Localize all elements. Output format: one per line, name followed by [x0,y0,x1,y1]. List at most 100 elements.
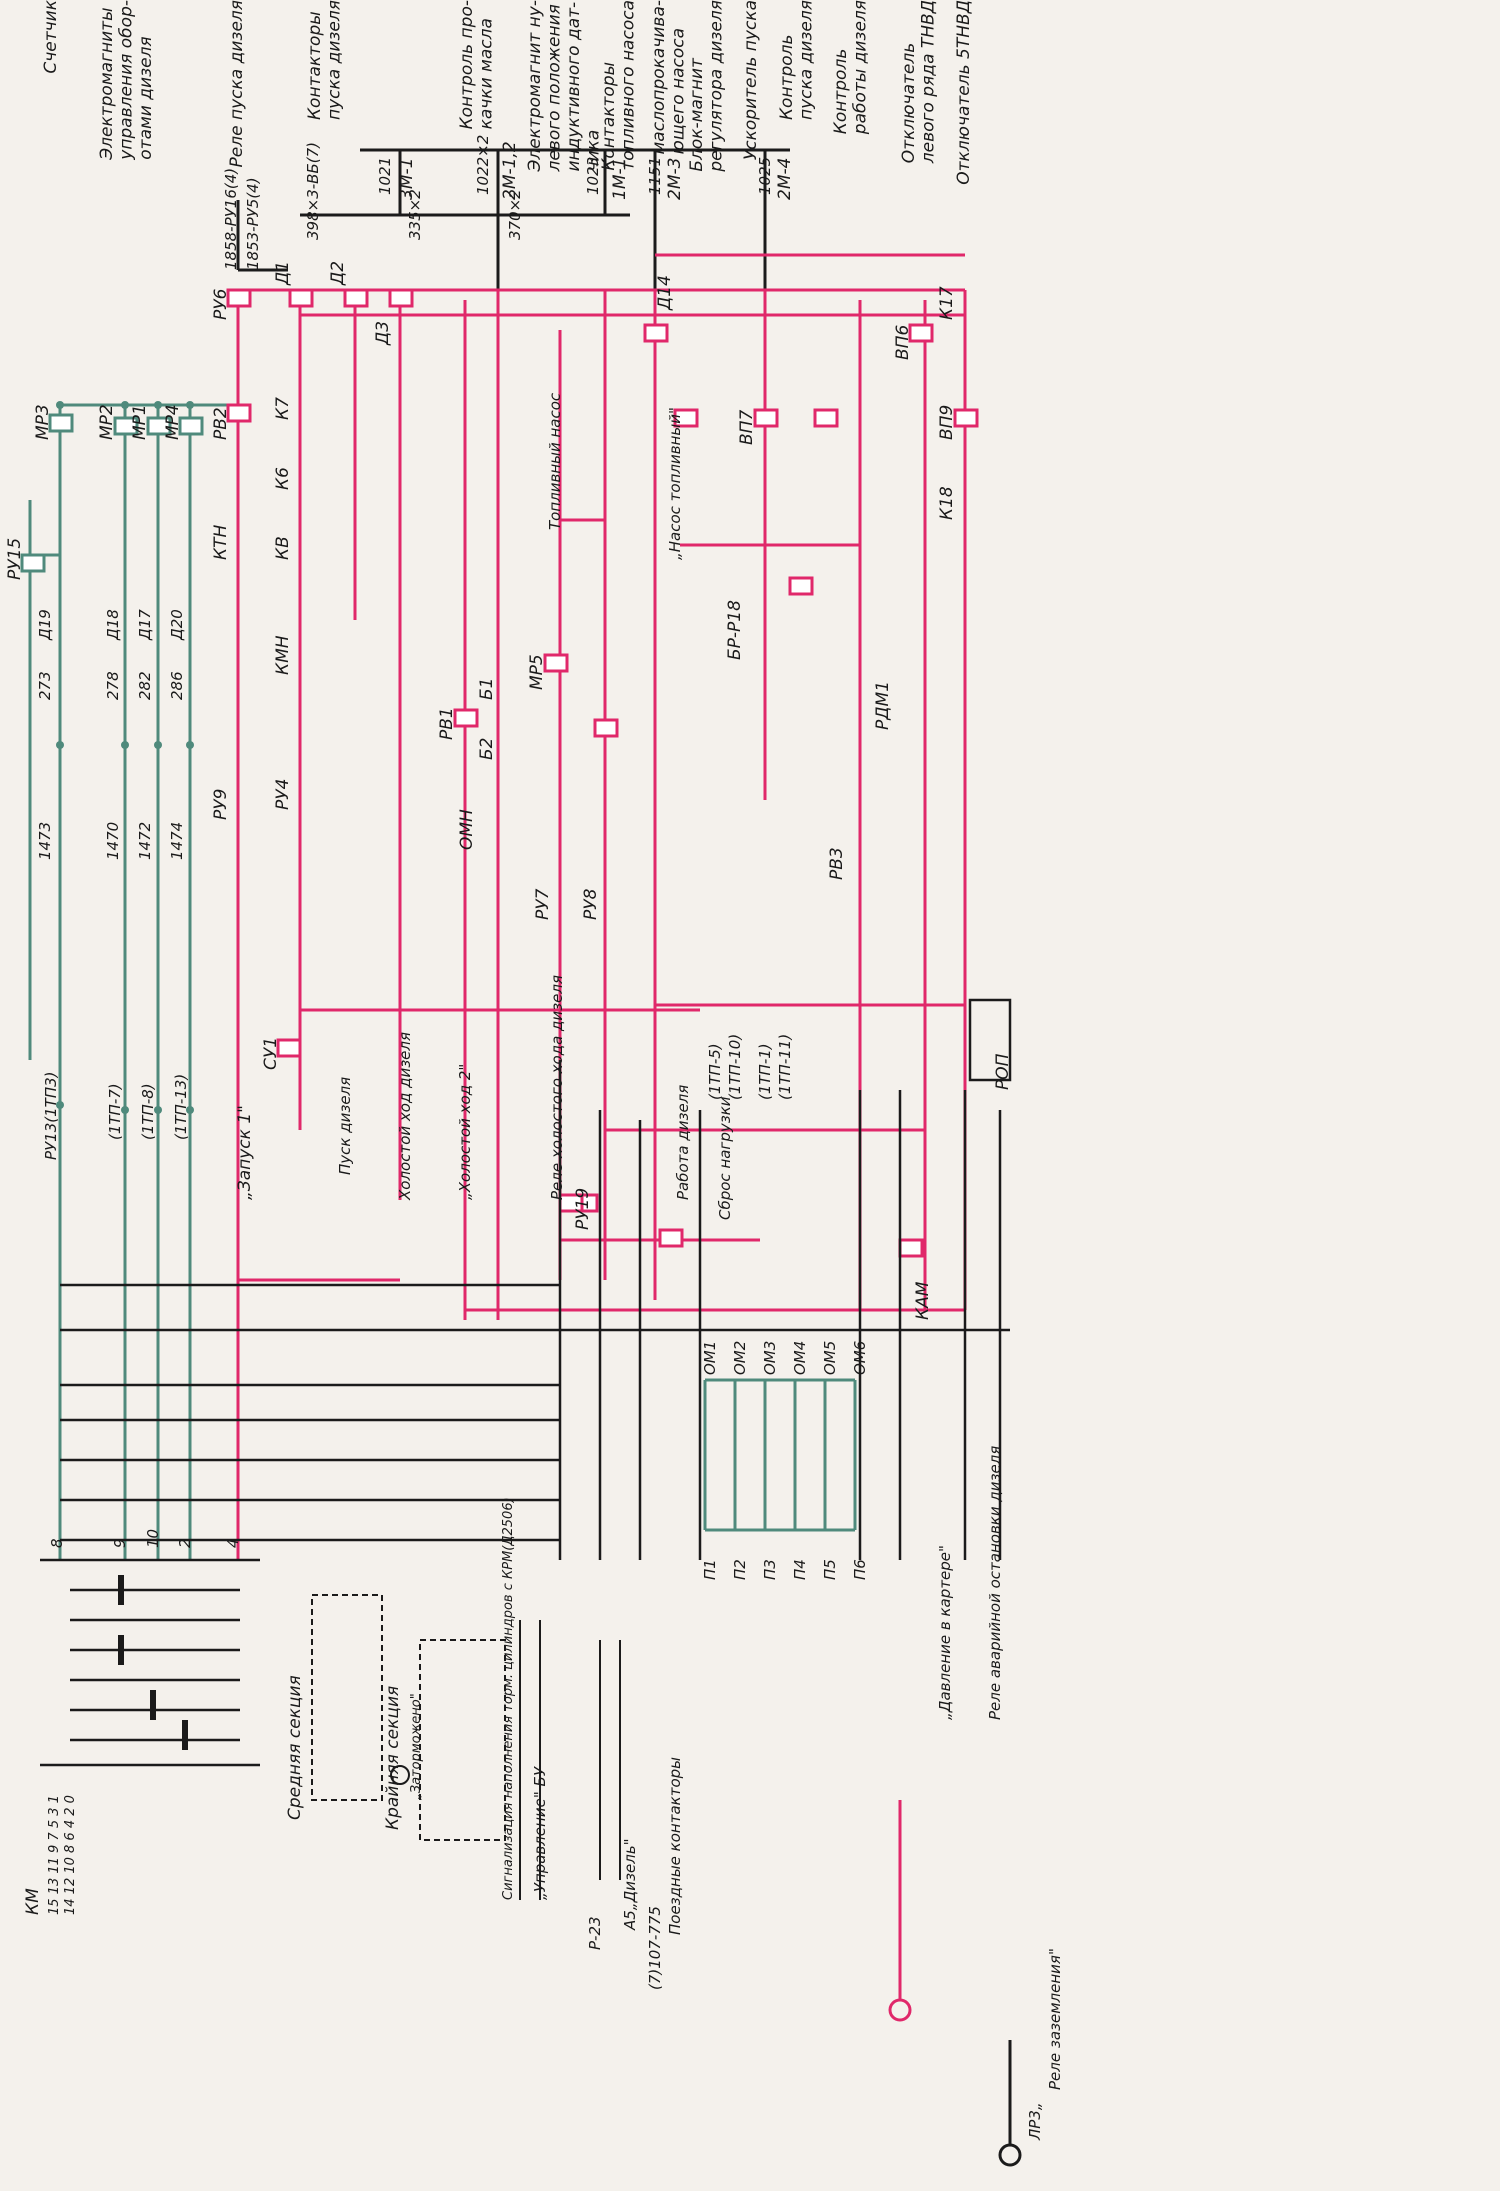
relay-vp7 [753,408,779,428]
label-d19: Д19 [36,609,54,641]
svg-text:КМН: КМН [273,635,293,675]
svg-text:ВП6: ВП6 [893,325,913,360]
wire-1858: 1858-РУ16(4) [222,168,240,270]
svg-text:(1ТП-8): (1ТП-8) [139,1083,157,1140]
svg-text:РУ13(1ТП3): РУ13(1ТП3) [42,1071,60,1160]
label-d20: Д20 [168,609,186,641]
relay-vp9 [953,408,979,428]
relay-b1 [593,718,619,738]
relay-rv2b [788,576,814,596]
svg-text:СУ1: СУ1 [261,1037,281,1070]
label-fuel-pump-quote: „Насос топливный" [666,407,684,560]
relay-mr4 [178,416,204,436]
contactor-2m12: 2М-1,2 [500,141,520,200]
label-r23: Р-23 [586,1916,604,1950]
svg-text:ОМ5: ОМ5 [821,1341,839,1375]
relay-d1 [288,288,314,308]
relay-ru15 [20,553,46,573]
wire-1151: 1151 [646,157,664,195]
green-section [28,403,230,1560]
relay-d2 [343,288,369,308]
label-mr2: МР2 [97,404,117,440]
svg-text:ВП9: ВП9 [937,405,957,440]
svg-text:П5: П5 [821,1559,839,1580]
km-cam [182,1720,188,1750]
svg-text:РОП: РОП [993,1053,1013,1090]
label-rabota: Работа дизеля [674,1085,692,1200]
label-a5: А5„Дизель" [621,1838,639,1931]
om-labels: ОМ1 ОМ2 ОМ3 ОМ4 ОМ5 ОМ6 П1 П2 П3 П4 П5 П… [701,1341,869,1580]
km-row-10: 10 [144,1529,162,1548]
green-relays [20,413,204,573]
label-mr3: МР3 [33,404,53,440]
green-nodes [56,401,194,1114]
svg-text:РУ8: РУ8 [581,888,601,920]
km-cam [118,1575,124,1605]
relay-vp6 [908,323,934,343]
svg-text:К18: К18 [937,486,957,520]
black-wiring [60,998,1012,1560]
relay-mr2 [113,416,139,436]
svg-text:(1ТП-11): (1ТП-11) [776,1034,794,1100]
label-mid-section: Средняя секция [285,1675,305,1820]
svg-text:П1: П1 [701,1559,719,1580]
svg-text:Д3: Д3 [373,321,393,346]
svg-text:МР5: МР5 [527,654,547,690]
km-cam [150,1690,156,1720]
km-cam [118,1635,124,1665]
svg-text:(1ТП-1): (1ТП-1) [756,1043,774,1100]
svg-text:П2: П2 [731,1559,749,1580]
svg-text:К7: К7 [273,397,293,420]
km-positions-left: 15 13 11 9 7 5 3 1 [47,1795,62,1915]
relay-ru7 [898,1238,924,1258]
label-273: 273 [36,671,54,700]
relay-3t [673,408,699,428]
label-282: 282 [136,671,154,700]
svg-text:ОМ2: ОМ2 [731,1341,749,1375]
svg-text:Д1: Д1 [273,261,293,286]
km-row-4: 4 [224,1538,242,1548]
label-278: 278 [104,671,122,700]
svg-text:РУ9: РУ9 [211,789,231,820]
om-panel [703,1378,857,1532]
label-1472: 1472 [136,822,154,860]
bottom-labels: Средняя секция Крайняя секция Сигнализац… [285,1497,684,1990]
svg-text:ОМН: ОМН [457,809,477,850]
svg-text:ОМ4: ОМ4 [791,1341,809,1375]
svg-text:К17: К17 [937,286,957,320]
svg-text:П3: П3 [761,1559,779,1580]
top-bus [236,148,790,290]
bottom-sections [311,1594,621,1900]
wire-1853: 1853-РУ5(4) [244,177,262,270]
label-1470: 1470 [104,822,122,860]
relay-rv2 [226,403,252,423]
km-row-2: 2 [176,1538,194,1548]
lamps [888,1800,1022,2167]
label-r107: (7)107-775 [646,1906,664,1990]
svg-text:КВ: КВ [273,536,293,560]
relay-mr5 [543,653,569,673]
svg-text:РУ6: РУ6 [211,288,231,320]
svg-text:РВ3: РВ3 [827,847,847,880]
relay-mr1 [146,416,172,436]
tp-labels: (1ТП-7) (1ТП-8) (1ТП-13) РУ13(1ТП3) (1ТП… [42,1034,794,1160]
svg-text:РВ2: РВ2 [211,407,231,440]
relay-rv1 [453,708,479,728]
red-relays [226,288,979,1258]
label-ru15: РУ15 [5,538,25,580]
km-row-9: 9 [111,1538,129,1548]
label-mr1: МР1 [130,404,150,440]
km-row-8: 8 [48,1538,66,1548]
label-davlenie: „Давление в картере" [936,1545,954,1720]
svg-text:Д2: Д2 [328,261,348,286]
svg-text:ОМ1: ОМ1 [701,1341,719,1375]
label-1474: 1474 [168,822,186,860]
svg-text:Д14: Д14 [655,275,675,311]
contactor-2m4: 2М-4 [775,158,795,200]
svg-text:(1ТП-5): (1ТП-5) [706,1043,724,1100]
label-286: 286 [168,671,186,700]
label-fuel-pump: Топливный насос [546,392,564,530]
wire-398: 398×3-ВБ(7) [304,142,322,240]
wire-335: 335×2 [406,189,424,240]
